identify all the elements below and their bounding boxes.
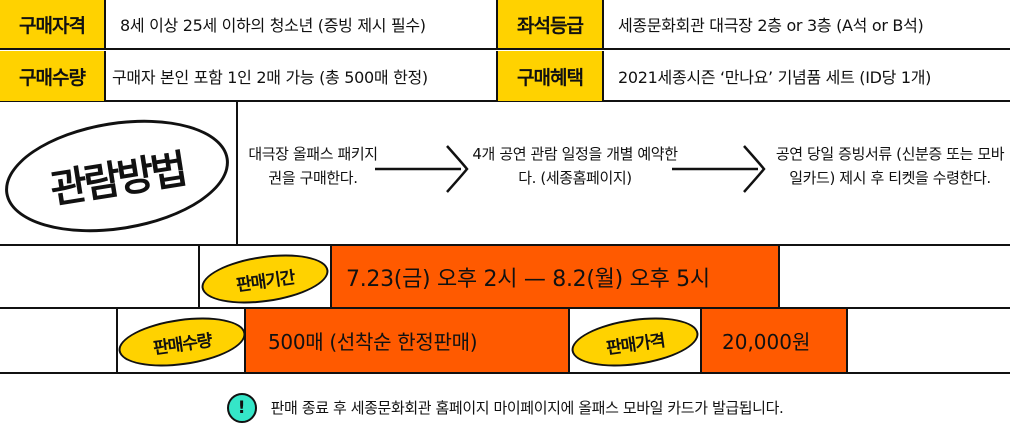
info-row-1: 구매자격 8세 이상 25세 이하의 청소년 (증빙 제시 필수) 좌석등급 세… [0,0,1010,50]
method-title: 관람방법 [47,146,188,214]
sale-period-row: 7.23(금) 오후 2시 — 8.2(월) 오후 5시 [0,246,1010,309]
benefit-value: 2021세종시즌 ‘만나요’ 기념품 세트 (ID당 1개) [618,68,932,87]
method-title-area: 관람방법 [0,102,238,248]
info-row-2: 구매수량 구매자 본인 포함 1인 2매 가능 (총 500매 한정) 구매혜택… [0,51,1010,101]
exclamation-icon: ! [226,392,257,423]
eligibility-value: 8세 이상 25세 이하의 청소년 (증빙 제시 필수) [120,16,426,35]
right-arrow-icon [375,145,469,193]
viewing-method-section: 관람방법 대극장 올패스 패키지권을 구매한다. 4개 공연 관람 일정을 개별… [0,102,1010,248]
eligibility-label: 구매자격 [0,0,106,48]
sale-period-value: 7.23(금) 오후 2시 — 8.2(월) 오후 5시 [330,246,780,307]
method-step-3: 공연 당일 증빙서류 (신분증 또는 모바일카드) 제시 후 티켓을 수령한다. [775,145,1005,187]
period-spacer [0,246,200,307]
sale-quantity-value: 500매 (선착순 한정판매) [244,309,570,372]
qty-spacer [0,309,118,372]
right-arrow-icon [672,145,766,193]
method-title-badge: 관람방법 [0,104,238,248]
seat-value: 세종문화회관 대극장 2층 or 3층 (A석 or B석) [618,16,924,35]
quantity-label: 구매수량 [0,51,106,101]
quantity-value: 구매자 본인 포함 1인 2매 가능 (총 500매 한정) [112,68,428,87]
info-grid: 구매자격 8세 이상 25세 이하의 청소년 (증빙 제시 필수) 좌석등급 세… [0,0,1010,102]
benefit-label: 구매혜택 [496,51,604,101]
seat-label: 좌석등급 [496,0,604,48]
sale-quantity-price-row: 500매 (선착순 한정판매) 20,000원 [0,309,1010,374]
method-step-2: 4개 공연 관람 일정을 개별 예약한다. (세종홈페이지) [472,145,678,187]
notice-bar: ! 판매 종료 후 세종문화회관 홈페이지 마이페이지에 올패스 모바일 카드가… [0,376,1010,439]
sale-price-value: 20,000원 [700,309,848,372]
notice-text: 판매 종료 후 세종문화회관 홈페이지 마이페이지에 올패스 모바일 카드가 발… [270,399,784,417]
method-step-1: 대극장 올패스 패키지권을 구매한다. [248,145,378,187]
